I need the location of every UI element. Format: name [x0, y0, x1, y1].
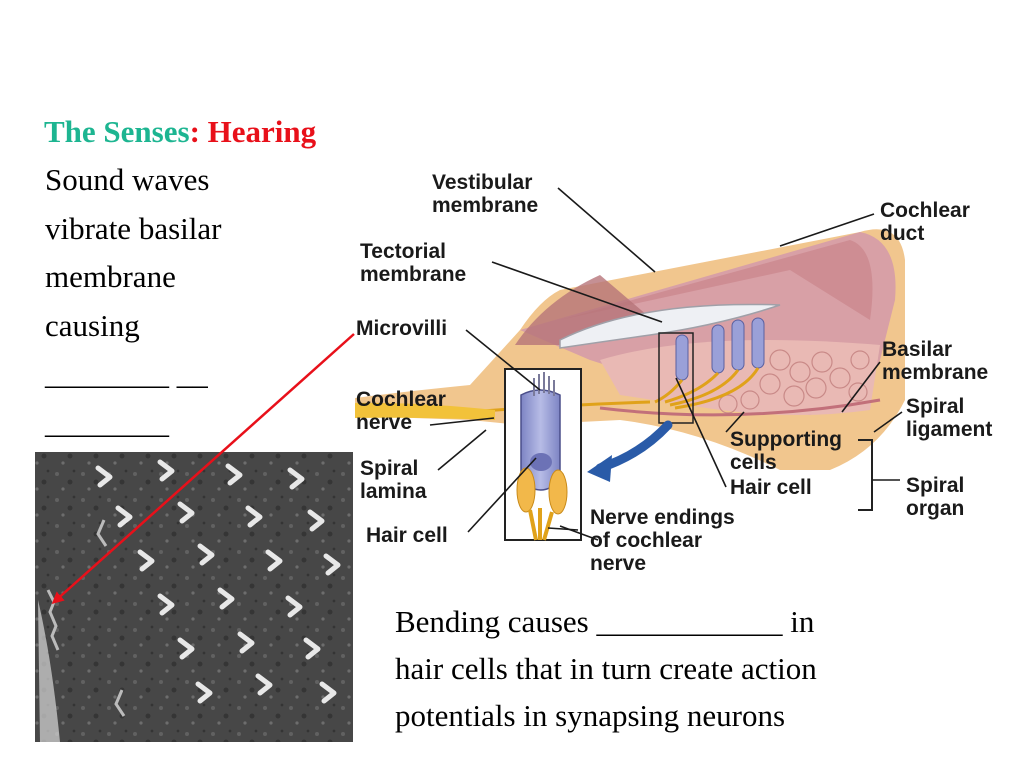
hair-cell-micrograph [35, 452, 353, 742]
label-leader-lines [429, 187, 903, 541]
label-microvilli: Microvilli [356, 317, 447, 340]
left-text-line: vibrate basilar [45, 210, 222, 246]
left-text-line: Sound waves [45, 162, 210, 197]
cochlea-diagram [355, 229, 905, 541]
title-subtopic: : Hearing [189, 114, 317, 149]
title-topic: The Senses [44, 114, 190, 149]
red-pointer-arrow [51, 333, 355, 604]
bottom-text-line: hair cells that in turn create action [395, 651, 817, 686]
left-text-line: ________ [45, 404, 169, 440]
left-text-line: membrane [45, 259, 176, 294]
left-text-block: Sound waves vibrate basilar membrane cau… [45, 156, 345, 447]
slide-title: The Senses: Hearing [44, 114, 316, 150]
bottom-text-line: Bending causes ____________ in [395, 604, 815, 639]
label-hair-cell-right: Hair cell [730, 476, 812, 499]
bottom-text-line: potentials in synapsing neurons [395, 698, 786, 733]
left-text-line: causing [45, 307, 140, 343]
bottom-text-block: Bending causes ____________ in hair cell… [395, 598, 1015, 739]
label-hair-cell-left: Hair cell [366, 524, 448, 547]
left-text-line: ________ __ [45, 356, 208, 391]
